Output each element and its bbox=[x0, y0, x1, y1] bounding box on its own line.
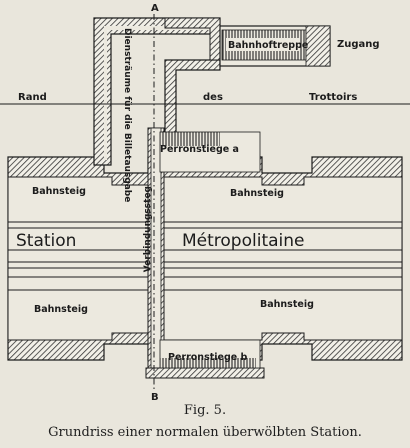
section-marker-a: A bbox=[151, 3, 159, 14]
figure-caption: Grundriss einer normalen überwölbten Sta… bbox=[48, 425, 362, 440]
service-rooms-label: Diensträume für die Billetausgabe bbox=[122, 28, 132, 202]
platform-label-top-left: Bahnsteig bbox=[32, 186, 86, 197]
platform-label-top-right: Bahnsteig bbox=[230, 188, 284, 199]
bahnhoftreppe-label: Bahnhoftreppe bbox=[228, 40, 308, 51]
des-label: des bbox=[203, 92, 223, 103]
metropolitaine-label: Métropolitaine bbox=[182, 231, 305, 251]
platform-stair-b-label: Perronstiege b bbox=[168, 352, 248, 363]
rand-label: Rand bbox=[18, 92, 47, 103]
figure-number: Fig. 5. bbox=[183, 403, 227, 418]
zugang-label: Zugang bbox=[337, 39, 380, 50]
station-interior bbox=[7, 176, 403, 341]
entrance-room-wall bbox=[164, 17, 221, 61]
track-lines bbox=[8, 221, 402, 291]
station-label: Station bbox=[16, 231, 76, 251]
section-marker-b: B bbox=[151, 392, 159, 403]
trottoirs-label: Trottoirs bbox=[309, 92, 357, 103]
connecting-walkway-label: Verbindungssteg bbox=[143, 186, 153, 272]
platform-label-bottom-right: Bahnsteig bbox=[260, 299, 314, 310]
platform-stair-a-label: Perronstiege a bbox=[160, 144, 239, 155]
platform-label-bottom-left: Bahnsteig bbox=[34, 304, 88, 315]
